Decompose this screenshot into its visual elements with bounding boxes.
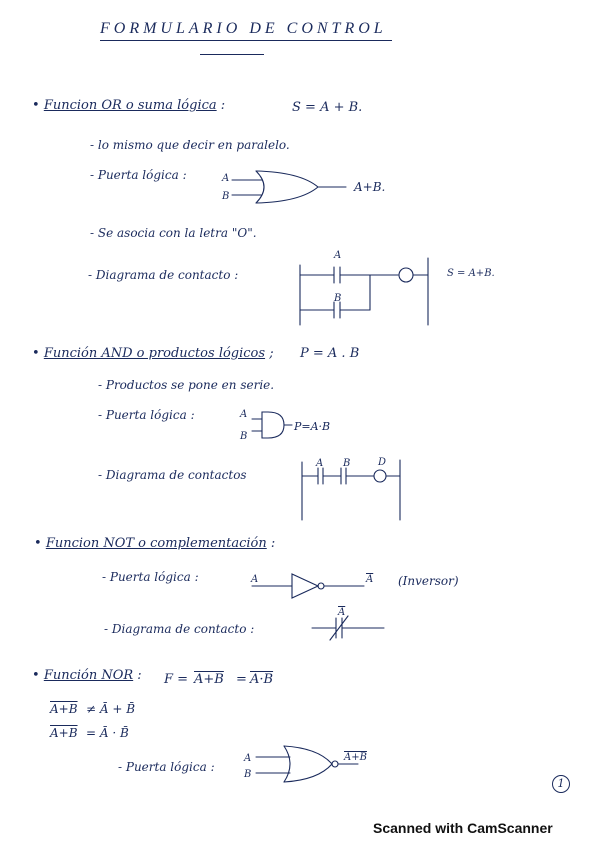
nor-formula-eq: = (236, 672, 247, 687)
nor-line1-lhs: A+B (50, 702, 78, 716)
title-underline-short (200, 54, 264, 55)
or-heading: • Funcion OR o suma lógica : (32, 98, 226, 113)
or-contact-output: S = A+B. (447, 268, 495, 279)
scanner-watermark: Scanned with CamScanner (373, 820, 553, 836)
or-gate-input-a: A (222, 173, 230, 184)
not-item-gate-label: - Puerta lógica : (102, 570, 199, 584)
or-item-parallel: - lo mismo que decir en paralelo. (90, 138, 290, 152)
nor-line2-lhs: A+B (50, 726, 78, 740)
nor-line1-rest: ≠ Ā + B̄ (86, 702, 136, 716)
not-contact-label: A (338, 607, 346, 618)
not-item-contact-label: - Diagrama de contacto : (104, 622, 255, 636)
or-gate-output: A+B. (354, 180, 386, 194)
nor-heading: • Función NOR : (32, 668, 142, 683)
not-contact-symbol (311, 615, 385, 641)
and-item-gate-label: - Puerta lógica : (98, 408, 195, 422)
and-heading: • Función AND o productos lógicos ; (32, 346, 274, 361)
and-formula: P = A . B (300, 346, 360, 361)
and-gate-symbol (251, 411, 293, 439)
nor-gate-output: A+B (344, 752, 367, 763)
and-gate-input-a: A (240, 409, 248, 420)
page-number: 1 (552, 775, 570, 793)
nor-gate-input-a: A (244, 753, 252, 764)
and-gate-output: P=A·B (294, 420, 331, 433)
and-contact-b-label: B (343, 458, 351, 469)
or-gate-symbol (231, 170, 347, 204)
nor-line2-rest: = Ā · B̄ (86, 726, 129, 740)
nor-gate-input-b: B (244, 769, 252, 780)
or-item-contact-label: - Diagrama de contacto : (88, 268, 239, 282)
and-contact-diagram (301, 459, 401, 521)
and-contact-d-label: D (378, 457, 387, 468)
nor-item-gate-label: - Puerta lógica : (118, 760, 215, 774)
or-gate-input-b: B (222, 191, 230, 202)
not-gate-note: (Inversor) (398, 574, 459, 588)
not-gate-symbol (251, 573, 365, 599)
nor-formula-rhs: A·B (250, 672, 274, 687)
or-contact-a-label: A (334, 250, 342, 261)
and-item-contact-label: - Diagrama de contactos (98, 468, 247, 482)
title-underline (100, 40, 392, 41)
nor-formula-lhs: F = (164, 672, 189, 687)
and-gate-input-b: B (240, 431, 248, 442)
and-contact-a-label: A (316, 458, 324, 469)
nor-gate-symbol (255, 745, 359, 783)
or-contact-b-label: B (334, 293, 342, 304)
or-contact-diagram (299, 257, 429, 326)
page-title: FORMULARIO DE CONTROL (100, 20, 387, 37)
nor-formula-mid: A+B (194, 672, 224, 687)
or-item-gate-label: - Puerta lógica : (90, 168, 187, 182)
or-item-letter: - Se asocia con la letra "O". (90, 226, 257, 240)
or-formula: S = A + B. (292, 100, 363, 115)
not-gate-output: A (366, 574, 374, 585)
not-gate-input: A (251, 574, 259, 585)
and-item-series: - Productos se pone en serie. (98, 378, 275, 392)
not-heading: • Funcion NOT o complementación : (34, 536, 276, 551)
